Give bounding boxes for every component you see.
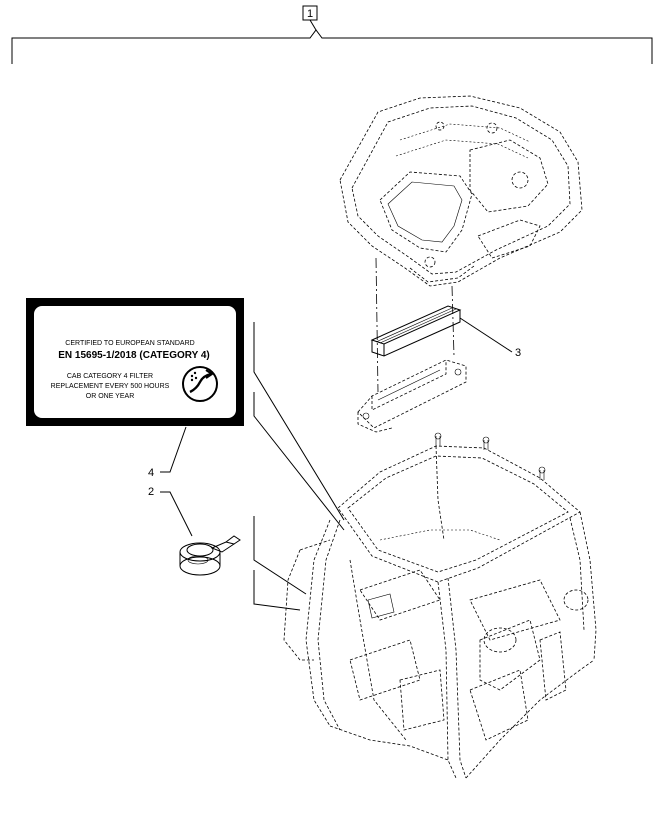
filter-housing xyxy=(357,359,467,433)
filter-certification-decal: CERTIFIED TO EUROPEAN STANDARD EN 15695-… xyxy=(26,298,244,426)
decal-face xyxy=(34,306,236,418)
callout-1-label: 1 xyxy=(307,8,313,20)
decal-locator-line-a xyxy=(253,322,345,521)
callout-3-leader xyxy=(459,317,513,353)
decal-line-3: CAB CATEGORY 4 FILTER xyxy=(67,373,153,380)
grommet-locator-line-b xyxy=(253,570,301,611)
air-filter-airflow-icon xyxy=(182,366,218,402)
grommet-locator-line-a xyxy=(253,516,307,595)
decal-line-1: CERTIFIED TO EUROPEAN STANDARD xyxy=(65,340,194,347)
cab-frame xyxy=(283,432,597,779)
filter-seal-grommet xyxy=(179,535,241,576)
assembly-bracket-leader xyxy=(309,19,317,31)
assembly-bracket xyxy=(11,29,653,64)
callout-4-leader xyxy=(160,426,187,473)
centerline-left xyxy=(375,257,379,393)
callout-4-label[interactable]: 4 xyxy=(148,467,154,479)
cab-air-filter xyxy=(370,305,462,357)
centerline-right xyxy=(451,285,455,357)
callout-3-label[interactable]: 3 xyxy=(515,347,521,359)
decal-line-4: REPLACEMENT EVERY 500 HOURS xyxy=(51,383,170,390)
callout-2-leader xyxy=(160,491,193,537)
callout-2-label[interactable]: 2 xyxy=(148,486,154,498)
cab-roof-panel xyxy=(339,95,583,287)
decal-locator-line-b xyxy=(253,392,345,531)
decal-line-2: EN 15695-1/2018 (CATEGORY 4) xyxy=(58,350,210,361)
callout-1[interactable]: 1 xyxy=(302,5,318,21)
decal-line-5: OR ONE YEAR xyxy=(86,393,135,400)
